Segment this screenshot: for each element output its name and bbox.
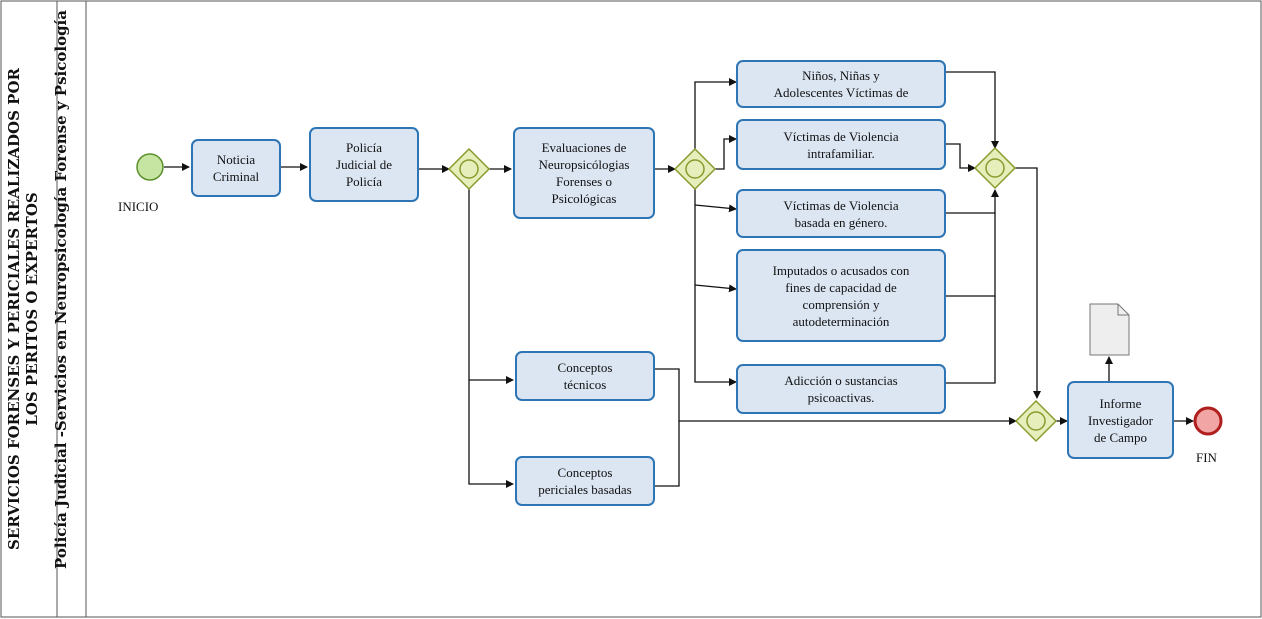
task-conceptos-periciales: Conceptos periciales basadas bbox=[515, 456, 655, 506]
flow-gateway2-imputados bbox=[694, 284, 737, 293]
task-noticia-criminal: Noticia Criminal bbox=[191, 139, 281, 197]
task-policia-judicial: Policía Judicial de Policía bbox=[309, 127, 419, 202]
start-event-label: INICIO bbox=[118, 199, 159, 214]
flow-adiccion-gateway3 bbox=[946, 296, 996, 384]
flow-tecnicos-gateway4 bbox=[655, 368, 1017, 425]
task-evaluaciones: Evaluaciones de Neuropsicólogias Forense… bbox=[513, 127, 655, 219]
flow-periciales-gateway4 bbox=[655, 421, 680, 487]
gateway-1-icon bbox=[447, 147, 491, 191]
document-icon bbox=[1089, 303, 1130, 356]
flow-genero-gateway3 bbox=[946, 189, 999, 214]
gateway-2-icon bbox=[673, 147, 717, 191]
pool-title: SERVICIOS FORENSES Y PERICIALES REALIZAD… bbox=[5, 68, 41, 550]
flow-intrafamiliar-gateway3 bbox=[946, 143, 976, 172]
flow-imputados-gateway3 bbox=[946, 213, 996, 297]
flow-gateway2-genero bbox=[694, 204, 737, 213]
flow-gateway2-adiccion bbox=[694, 189, 737, 386]
task-violencia-intrafamiliar: Víctimas de Violencia intrafamiliar. bbox=[736, 119, 946, 170]
flow-gateway3-gateway4 bbox=[1015, 167, 1041, 399]
task-imputados: Imputados o acusados con fines de capaci… bbox=[736, 249, 946, 342]
start-event-icon bbox=[136, 153, 164, 181]
end-event-label: FIN bbox=[1196, 450, 1217, 465]
gateway-3-icon bbox=[973, 146, 1017, 190]
flow-ninos-gateway3 bbox=[946, 71, 999, 149]
lane-title: Policía Judicial -Servicios en Neuropsic… bbox=[52, 10, 70, 569]
flow-gateway2-intrafamiliar bbox=[715, 135, 737, 170]
end-event-icon bbox=[1193, 406, 1223, 436]
task-conceptos-tecnicos: Conceptos técnicos bbox=[515, 351, 655, 401]
flow-gateway2-ninos bbox=[694, 78, 737, 149]
task-informe-investigador: Informe Investigador de Campo bbox=[1067, 381, 1174, 459]
gateway-4-icon bbox=[1014, 399, 1058, 443]
flow-gateway1-tecnicos bbox=[468, 189, 514, 384]
task-violencia-genero: Víctimas de Violencia basada en género. bbox=[736, 189, 946, 238]
flow-gateway1-periciales bbox=[468, 380, 514, 488]
task-adiccion: Adicción o sustancias psicoactivas. bbox=[736, 364, 946, 414]
task-ninos-victimas: Niños, Niñas y Adolescentes Víctimas de bbox=[736, 60, 946, 108]
